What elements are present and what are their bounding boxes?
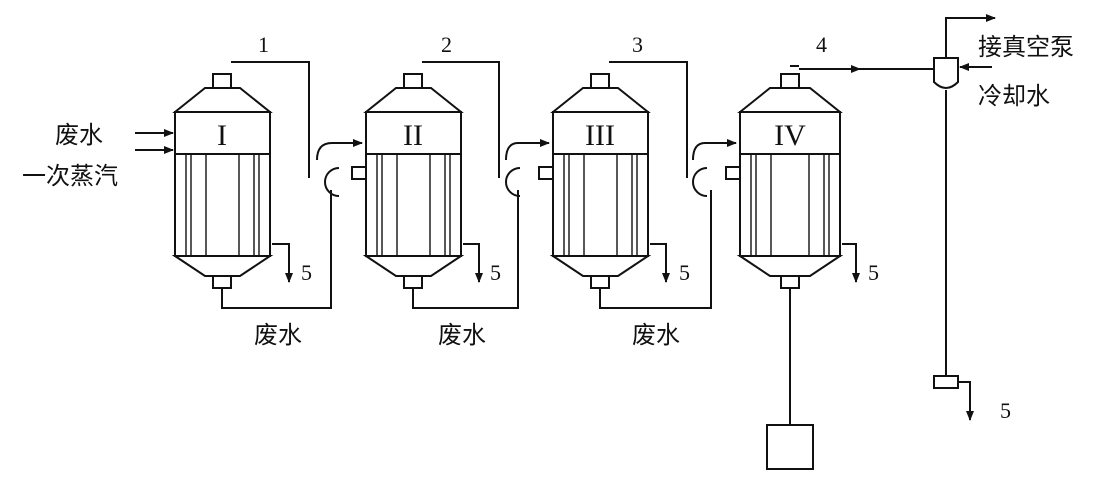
vapor-line-2 [422,61,554,197]
heat-exchanger-inlet-2 [505,167,521,197]
vapor-line-3 [609,61,741,197]
evaporator-3-top-cone [550,87,651,113]
evaporator-2-bottom-nozzle [403,275,423,289]
steam-inlet-nozzle-3 [538,166,554,180]
vapor-line-1 [231,61,367,197]
evaporator-4-bottom-cone [736,255,844,277]
evaporator-4-vapor-chamber [739,111,841,155]
cooling-water-label: 冷却水 [978,82,1050,110]
condensate-outlet-3 [650,243,670,283]
evaporator-2-label: II [403,119,423,152]
condensate-label-4: 5 [868,260,879,285]
transfer-label-1: 废水 [254,321,302,349]
condensate-label-1: 5 [301,260,312,285]
waste-water-transfer-2 [412,190,519,309]
condensate-outlet-1 [272,243,293,283]
waste-water-transfer-3 [599,190,712,309]
primary-steam-inlet-label: 一次蒸汽 [22,162,118,190]
evaporator-3-top-nozzle [590,73,610,89]
condensate-outlet-2 [463,243,483,283]
condenser [933,14,996,421]
stage-number-2: 2 [441,32,452,57]
evaporator-1-top-cone [172,87,273,113]
evaporator-4-tube-bundle [739,153,841,257]
evaporator-2-top-cone [363,87,464,113]
condensate-outlet-4 [842,243,860,283]
concentrate-tank [766,424,814,470]
evaporator-4: IV [736,73,844,289]
waste-water-transfer-1 [221,190,332,309]
waste-water-inlet-label: 废水 [55,121,103,149]
transfer-label-3: 废水 [632,321,680,349]
evaporator-2: II [362,73,465,289]
steam-inlet-nozzle-2 [351,166,367,180]
stage-number-1: 1 [258,32,269,57]
heat-exchanger-inlet-1 [324,167,340,197]
evaporator-4-bottom-nozzle [780,275,800,289]
evaporator-1-vapor-chamber [174,111,271,155]
steam-inlet-nozzle-4 [725,166,741,180]
condenser-drain [958,381,974,421]
evaporator-3-bottom-cone [549,255,652,277]
stage-number-3: 3 [632,32,643,57]
evaporator-4-label: IV [774,119,806,152]
evaporator-2-bottom-cone [362,255,465,277]
evaporator-1-bottom-cone [171,255,274,277]
evaporator-1-top-nozzle [212,73,232,89]
evaporator-2-top-nozzle [403,73,423,89]
evaporator-3-bottom-nozzle [590,275,610,289]
evaporator-4-top-nozzle [780,73,800,89]
evaporator-1-tube-bundle [174,153,271,257]
evaporator-3-label: III [585,119,615,152]
stage-number-4: 4 [816,32,827,57]
condensate-label-2: 5 [490,260,501,285]
condenser-body [933,57,959,89]
transfer-label-2: 废水 [438,321,486,349]
condensate-label-3: 5 [679,260,690,285]
vacuum-pump-label: 接真空泵 [978,33,1074,61]
vacuum-pump-outlet [945,14,996,58]
evaporator-1-label: I [217,119,227,152]
evaporator-1-bottom-nozzle [212,275,232,289]
evaporator-2-vapor-chamber [365,111,462,155]
hot-well [933,375,959,389]
condenser-drain-label: 5 [1000,398,1011,423]
evaporator-2-tube-bundle [365,153,462,257]
evaporator-3-tube-bundle [552,153,649,257]
evaporator-4-top-cone [737,87,843,113]
evaporator-1: I [171,73,274,289]
evaporator-3: III [549,73,652,289]
heat-exchanger-inlet-3 [692,167,708,197]
